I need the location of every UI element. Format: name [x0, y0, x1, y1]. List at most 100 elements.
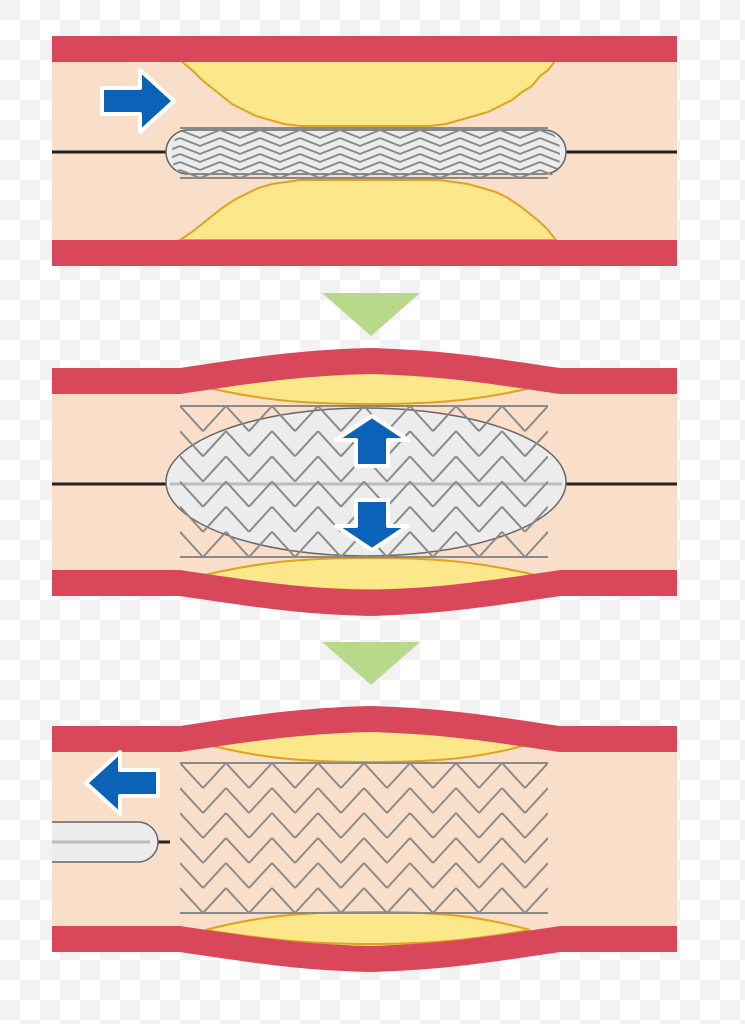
- stent-strut: [248, 762, 273, 789]
- stent-strut: [239, 145, 261, 155]
- stent-strut: [455, 455, 480, 483]
- stent-strut: [339, 145, 361, 155]
- stent-strut: [340, 762, 365, 789]
- stent-strut: [399, 161, 421, 171]
- stent-strut: [248, 455, 273, 483]
- plaque-bottom: [176, 179, 559, 241]
- stent-strut: [317, 455, 342, 483]
- stent-strut: [202, 837, 227, 864]
- stent-strut: [319, 145, 341, 155]
- stent-strut: [317, 531, 342, 558]
- stent-strut: [199, 129, 221, 139]
- vessel-wall-top: [52, 706, 677, 752]
- stent-strut: [386, 787, 411, 814]
- stent-strut: [339, 169, 361, 179]
- stent-strut: [271, 480, 296, 508]
- stent-strut: [409, 455, 434, 483]
- stent-strut: [294, 405, 319, 432]
- stent-strut: [259, 153, 281, 163]
- stent-strut: [259, 129, 281, 139]
- stent-strut: [524, 430, 548, 458]
- stent-strut: [379, 153, 401, 163]
- stent-strut: [501, 405, 526, 432]
- stent-strut: [294, 455, 319, 483]
- stent-strut: [340, 405, 365, 432]
- stent-strut: [524, 787, 548, 814]
- stent-strut: [386, 887, 411, 914]
- stent-strut: [340, 887, 365, 914]
- stent-strut: [432, 531, 457, 558]
- stent-strut: [478, 405, 503, 432]
- stent-strut: [202, 430, 227, 458]
- stent-strut: [479, 129, 501, 139]
- stent-strut: [399, 137, 421, 147]
- stent-strut: [248, 812, 273, 839]
- stent-strut: [179, 137, 201, 147]
- stent-strut: [248, 887, 273, 914]
- stent-strut: [202, 505, 227, 533]
- stent-strut: [386, 480, 411, 508]
- stent-strut: [432, 862, 457, 889]
- stent-strut: [419, 169, 441, 179]
- stent-strut: [202, 762, 227, 789]
- stent-strut: [419, 145, 441, 155]
- stent-strut: [501, 430, 526, 458]
- stent-strut: [202, 480, 227, 508]
- stent-strut: [339, 161, 361, 171]
- stent-strut: [419, 153, 441, 163]
- stent-strut: [180, 430, 204, 458]
- stent-strut: [459, 169, 481, 179]
- stent-strut: [299, 145, 321, 155]
- stent-strut: [271, 862, 296, 889]
- stent-strut: [439, 169, 461, 179]
- stent-strut: [225, 531, 250, 558]
- vessel-wall-top: [52, 348, 677, 394]
- stent-strut: [501, 455, 526, 483]
- stent-strut: [524, 887, 548, 914]
- stent-strut: [379, 161, 401, 171]
- stent-strut: [180, 812, 204, 839]
- stent-strut: [359, 129, 381, 139]
- stent-strut: [479, 169, 501, 179]
- stent-strut: [519, 129, 541, 139]
- stent-strut: [339, 153, 361, 163]
- stent-strut: [524, 862, 548, 889]
- stent-strut: [180, 480, 204, 508]
- stent-strut: [317, 480, 342, 508]
- stent-strut: [279, 153, 301, 163]
- stent-strut: [299, 129, 321, 139]
- stent-strut: [479, 137, 501, 147]
- stent-strut: [219, 129, 241, 139]
- stent-strut: [225, 862, 250, 889]
- stent-strut: [271, 505, 296, 533]
- stent-strut: [279, 129, 301, 139]
- stent-strut: [271, 762, 296, 789]
- stent-strut: [180, 531, 204, 558]
- stent-strut: [239, 129, 261, 139]
- stent-strut: [501, 812, 526, 839]
- stent-strut: [225, 455, 250, 483]
- stent-strut: [419, 161, 441, 171]
- stent-strut: [459, 161, 481, 171]
- stent-strut: [379, 145, 401, 155]
- stent-strut: [294, 531, 319, 558]
- stent-strut: [519, 137, 541, 147]
- panel-insertion: [52, 36, 677, 266]
- vessel-wall-top: [52, 36, 677, 62]
- stent-strut: [340, 787, 365, 814]
- stent-strut: [459, 129, 481, 139]
- crimped-stent-mesh: [172, 129, 560, 179]
- stent-strut: [478, 837, 503, 864]
- stent-strut: [524, 455, 548, 483]
- stent-strut: [363, 762, 388, 789]
- stent-strut: [499, 137, 521, 147]
- stent-strut: [279, 169, 301, 179]
- stent-strut: [248, 505, 273, 533]
- stent-strut: [478, 430, 503, 458]
- stent-strut: [363, 862, 388, 889]
- stent-strut: [271, 531, 296, 558]
- panel-catheter-withdrawal: [52, 706, 677, 972]
- stent-strut: [363, 837, 388, 864]
- stent-strut: [239, 161, 261, 171]
- stent-strut: [180, 505, 204, 533]
